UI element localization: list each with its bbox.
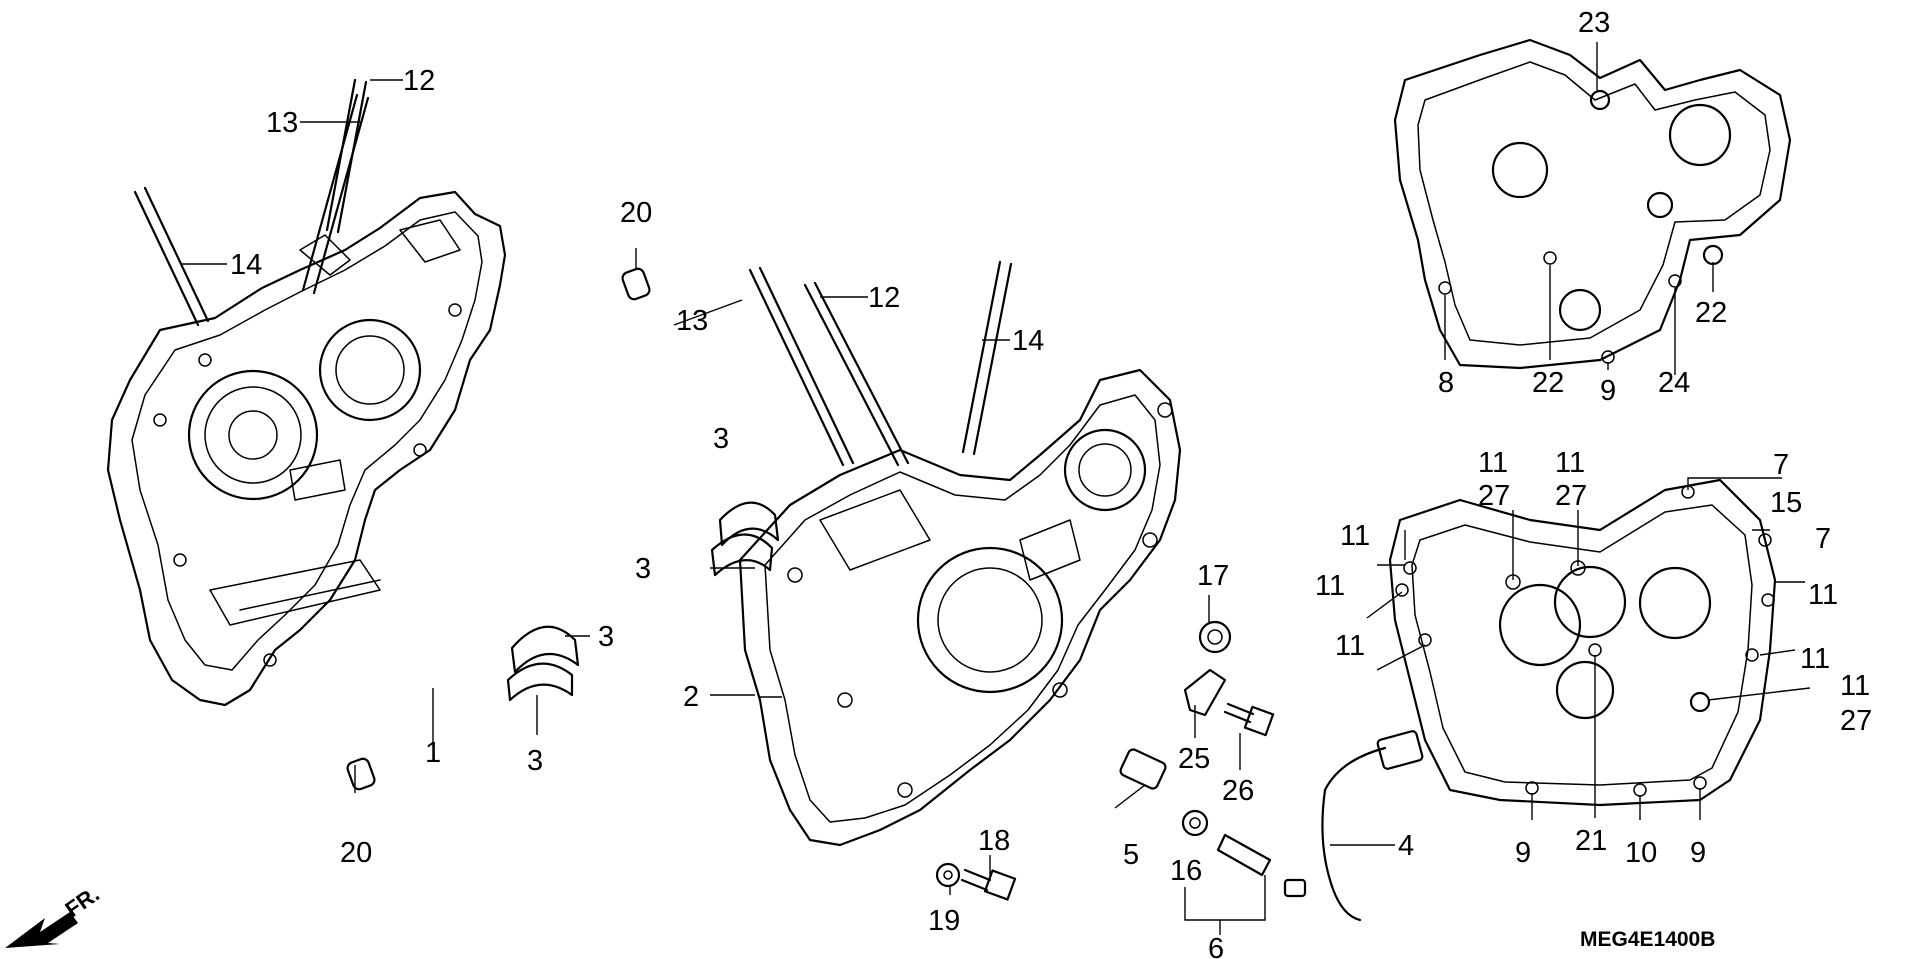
label-11-right-a: 11 xyxy=(1808,579,1838,611)
label-27-col2: 27 xyxy=(1555,480,1587,512)
bearing-shells-right xyxy=(710,501,780,577)
label-11-col1-top: 11 xyxy=(1478,447,1508,479)
label-17: 17 xyxy=(1197,560,1229,592)
label-27-right: 27 xyxy=(1840,705,1872,737)
label-4: 4 xyxy=(1398,830,1414,862)
label-18: 18 xyxy=(978,825,1010,857)
label-15: 15 xyxy=(1770,487,1802,519)
label-19: 19 xyxy=(928,905,960,937)
label-3-left-lower: 3 xyxy=(527,745,543,777)
label-20-bottom: 20 xyxy=(340,837,372,869)
label-8: 8 xyxy=(1438,367,1454,399)
callout-labels: 12 13 14 20 1 20 3 3 13 12 14 3 3 2 17 2… xyxy=(230,7,1872,959)
label-16: 16 xyxy=(1170,855,1202,887)
label-7-lower: 7 xyxy=(1815,523,1831,555)
label-11-left-a: 11 xyxy=(1340,520,1370,552)
left-crankcase-half xyxy=(106,190,507,707)
label-11-col2-top: 11 xyxy=(1555,447,1585,479)
drawing-code: MEG4E1400B xyxy=(1580,928,1715,951)
stud-bolts-right xyxy=(748,260,1013,467)
label-14-right: 14 xyxy=(1012,325,1044,357)
front-direction-arrow: FR. xyxy=(5,881,104,948)
dowel-pins-20 xyxy=(346,267,651,791)
label-2: 2 xyxy=(683,681,699,713)
label-12-right: 12 xyxy=(868,282,900,314)
label-24: 24 xyxy=(1658,367,1690,399)
small-hardware xyxy=(935,620,1424,922)
label-11-right-c: 11 xyxy=(1840,670,1870,702)
label-22-right: 22 xyxy=(1695,297,1727,329)
stud-bolts-left xyxy=(133,78,370,327)
gasket-upper xyxy=(1393,38,1792,370)
label-9-top: 9 xyxy=(1600,375,1616,407)
leader-lines xyxy=(182,42,1811,935)
label-6: 6 xyxy=(1208,933,1224,959)
label-5: 5 xyxy=(1123,839,1139,871)
label-11-right-b: 11 xyxy=(1800,643,1830,675)
right-crankcase-half xyxy=(738,368,1182,847)
label-13-left: 13 xyxy=(266,107,298,139)
label-14-left: 14 xyxy=(230,249,262,281)
label-3-right-lower: 3 xyxy=(635,553,651,585)
label-9-left: 9 xyxy=(1515,837,1531,869)
label-23: 23 xyxy=(1578,7,1610,39)
label-11-left-c: 11 xyxy=(1335,630,1365,662)
label-11-left-b: 11 xyxy=(1315,570,1345,602)
gasket-lower xyxy=(1388,478,1777,807)
label-21: 21 xyxy=(1575,825,1607,857)
label-12-left: 12 xyxy=(403,65,435,97)
label-26: 26 xyxy=(1222,775,1254,807)
label-13-right: 13 xyxy=(676,305,708,337)
label-25: 25 xyxy=(1178,743,1210,775)
label-27-col1: 27 xyxy=(1478,480,1510,512)
label-1: 1 xyxy=(425,737,441,769)
label-10: 10 xyxy=(1625,837,1657,869)
label-22-left: 22 xyxy=(1532,367,1564,399)
label-3-left-upper: 3 xyxy=(598,621,614,653)
label-20-top: 20 xyxy=(620,197,652,229)
label-9-right: 9 xyxy=(1690,837,1706,869)
label-7-upper: 7 xyxy=(1773,449,1789,481)
bearing-shells-left xyxy=(506,625,580,702)
label-3-right-upper: 3 xyxy=(713,423,729,455)
